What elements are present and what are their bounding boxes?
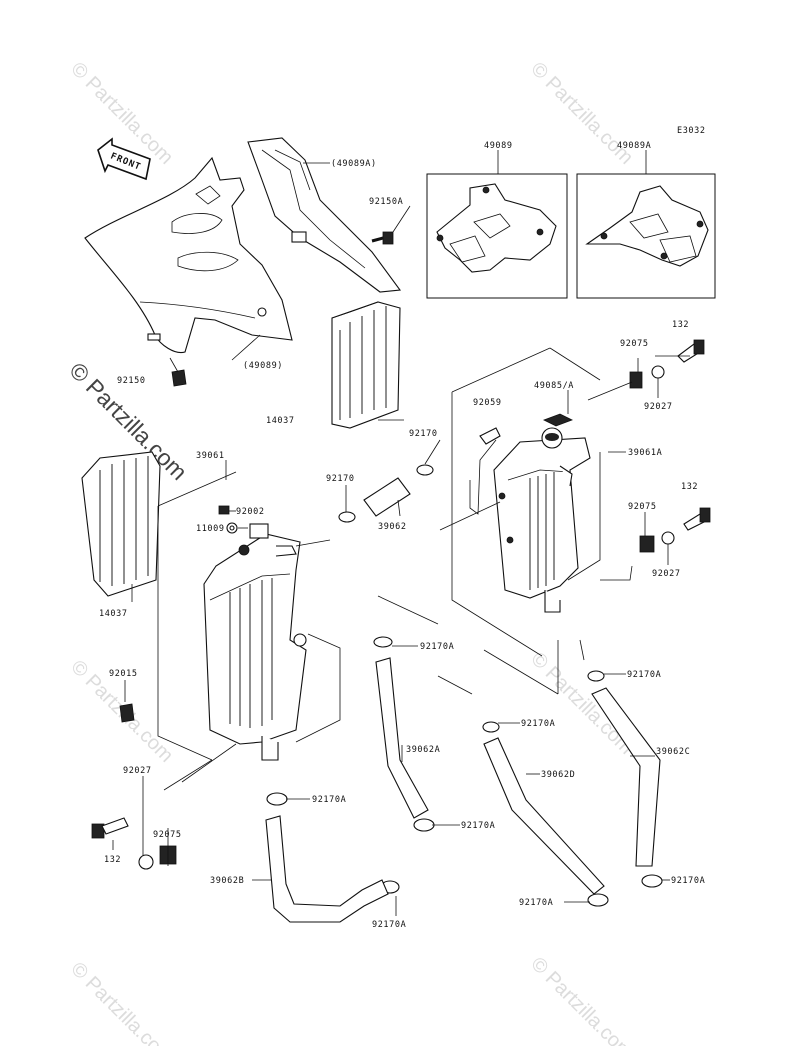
bolt-92150a-icon — [371, 205, 411, 245]
hose-39062d — [483, 737, 605, 895]
callout-labels: (49089A) 92150A 49089 49089A (49089) 921… — [99, 141, 705, 930]
callout-132-mid: 132 — [681, 482, 698, 492]
front-arrow-icon: FRONT — [97, 137, 151, 181]
callout-39062b: 39062B — [210, 876, 244, 886]
callout-92027-mid: 92027 — [652, 569, 681, 579]
callout-92015: 92015 — [109, 669, 138, 679]
callout-14037-left: 14037 — [99, 609, 128, 619]
callout-49089a-paren: (49089A) — [331, 159, 377, 169]
callout-39061a: 39061A — [628, 448, 662, 458]
hose-39062b — [265, 815, 389, 923]
callout-92075-mid: 92075 — [628, 502, 657, 512]
collar-92027-top-icon — [651, 365, 665, 379]
callout-92170a-7: 92170A — [519, 898, 553, 908]
grommet-92075-mid-icon — [639, 535, 655, 553]
bolt-132-top-icon — [677, 339, 705, 363]
callout-92075-bot: 92075 — [153, 830, 182, 840]
leader-lines — [112, 162, 690, 916]
plug-92002-icon — [218, 505, 230, 515]
callout-92059: 92059 — [473, 398, 502, 408]
callout-132-bot: 132 — [104, 855, 121, 865]
watermark-mid-right: © Partzilla.com — [526, 648, 637, 759]
hose-92059 — [469, 427, 501, 515]
inset-box-49089 — [426, 173, 568, 299]
callout-14037-top: 14037 — [266, 416, 295, 426]
radiator-left — [203, 523, 307, 761]
washer-11009-icon — [226, 522, 238, 534]
callout-92170a-2: 92170A — [627, 670, 661, 680]
callout-49085a: 49085/A — [534, 381, 574, 391]
callout-92170a-4: 92170A — [312, 795, 346, 805]
callout-132-top: 132 — [672, 320, 689, 330]
callout-39061: 39061 — [196, 451, 225, 461]
grommet-92075-top-icon — [629, 371, 643, 389]
hose-39062 — [363, 477, 411, 517]
callout-92002: 92002 — [236, 507, 265, 517]
callout-92027-top: 92027 — [644, 402, 673, 412]
callout-39062c: 39062C — [656, 747, 690, 757]
clip-92015-icon — [119, 703, 135, 723]
callout-39062d: 39062D — [541, 770, 575, 780]
collar-92027-mid-icon — [661, 531, 675, 545]
grille-left — [81, 451, 161, 597]
callout-11009: 11009 — [196, 524, 225, 534]
callout-49089a-box: 49089A — [617, 141, 651, 151]
radiator-right — [493, 427, 591, 613]
grille-top — [331, 301, 401, 429]
hose-39062a — [375, 657, 429, 819]
bolt-132-bot-icon — [91, 817, 129, 839]
bolt-132-mid-icon — [683, 507, 711, 531]
watermark-bottom-right: © Partzilla.com — [526, 953, 637, 1046]
callout-92027-bot: 92027 — [123, 766, 152, 776]
shroud-left — [84, 156, 293, 354]
inset-box-49089a — [576, 173, 716, 299]
callout-92075-top: 92075 — [620, 339, 649, 349]
callout-92170a-1: 92170A — [420, 642, 454, 652]
clamps — [266, 464, 663, 907]
collar-92027-bot-icon — [138, 854, 154, 870]
cap-49085a-icon — [543, 413, 573, 427]
shroud-inner — [247, 137, 402, 293]
callout-39062a: 39062A — [406, 745, 440, 755]
callout-49089-paren: (49089) — [243, 361, 283, 371]
watermark-top-right: © Partzilla.com — [526, 58, 637, 169]
hose-39062c — [591, 687, 661, 867]
watermark-bottom-left: © Partzilla.com — [66, 958, 177, 1046]
clip-92150-icon — [169, 357, 187, 387]
callout-92170a-5: 92170A — [461, 821, 495, 831]
callout-49089-box: 49089 — [484, 141, 513, 151]
callout-92170a-6: 92170A — [671, 876, 705, 886]
callout-39062: 39062 — [378, 522, 407, 532]
callout-92170-mid: 92170 — [326, 474, 355, 484]
diagram-code: E3032 — [677, 126, 706, 136]
callout-92150: 92150 — [117, 376, 146, 386]
callout-92170-top: 92170 — [409, 429, 438, 439]
callout-92150a: 92150A — [369, 197, 403, 207]
callout-92170a-3: 92170A — [521, 719, 555, 729]
callout-92170a-8: 92170A — [372, 920, 406, 930]
